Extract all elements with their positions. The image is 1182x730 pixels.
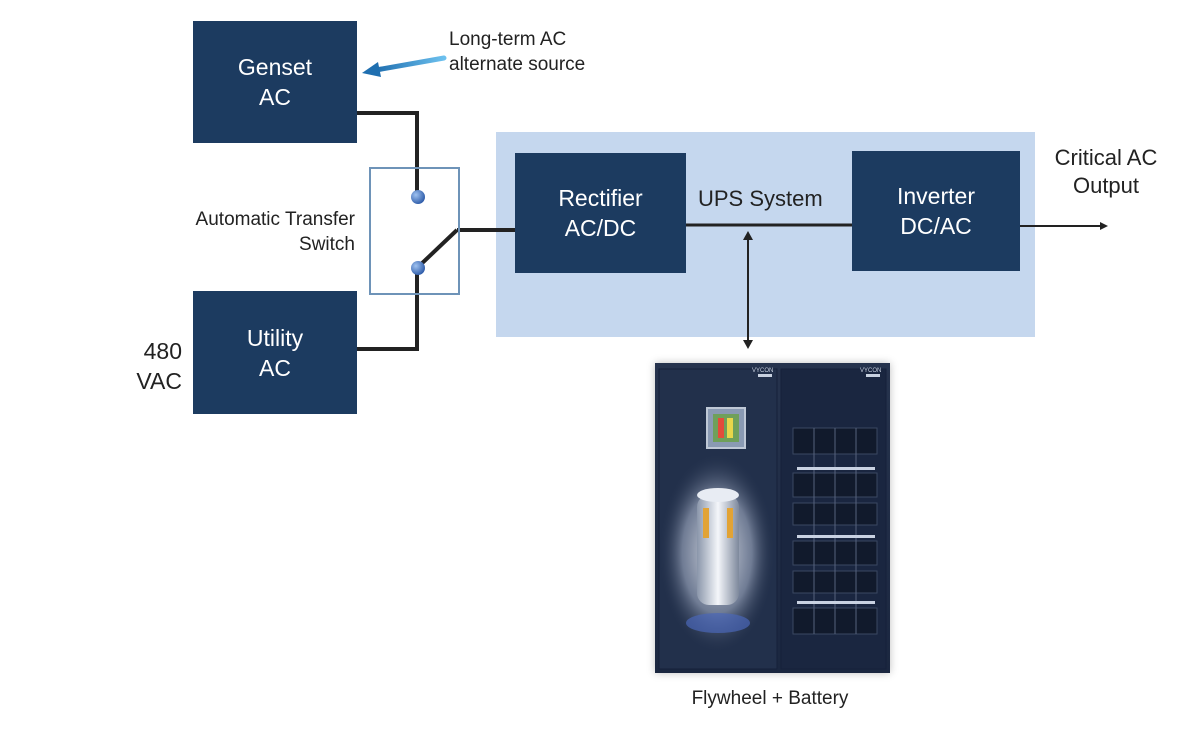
genset-box: Genset AC — [193, 21, 357, 143]
cabinet-illustration — [658, 368, 887, 670]
long-term-ac-label: Long-term AC alternate source — [449, 27, 585, 77]
ats-label-line2: Switch — [299, 234, 355, 255]
voltage-label-line2: VAC — [136, 368, 182, 394]
switch-contact-top — [411, 190, 425, 204]
inverter-box: Inverter DC/AC — [852, 151, 1020, 271]
callout-arrow-icon — [362, 55, 447, 77]
output-arrow — [1100, 222, 1108, 230]
switch-contact-bottom — [411, 261, 425, 275]
flywheel-link-arrow-down — [743, 340, 753, 349]
flywheel-battery-label: Flywheel + Battery — [691, 688, 849, 709]
long-term-ac-line1: Long-term AC — [449, 29, 567, 50]
utility-label-2: AC — [259, 354, 291, 381]
critical-ac-output-label: Critical AC Output — [1040, 144, 1172, 200]
inverter-label-2: DC/AC — [900, 213, 972, 239]
critical-ac-line2: Output — [1072, 173, 1140, 198]
rectifier-label-1: Rectifier — [558, 185, 643, 211]
brand-label-left: VYCON — [752, 368, 774, 374]
voltage-label: 480 VAC — [118, 336, 182, 396]
ats-label-line1: Automatic Transfer — [195, 209, 355, 230]
utility-box: Utility AC — [193, 291, 357, 414]
utility-label-1: Utility — [246, 324, 304, 351]
genset-label-1: Genset — [237, 54, 313, 80]
rectifier-box: Rectifier AC/DC — [515, 153, 686, 273]
ats-outline — [369, 167, 460, 295]
flywheel-link-arrow-up — [743, 231, 753, 240]
utility-wire — [357, 268, 419, 351]
inverter-label-1: Inverter — [897, 183, 975, 209]
genset-wire — [357, 111, 419, 196]
switch-blade — [415, 228, 459, 270]
ats-label: Automatic Transfer Switch — [150, 207, 355, 257]
rectifier-label-2: AC/DC — [564, 215, 637, 241]
ups-system-label: UPS System — [698, 186, 823, 211]
long-term-ac-line2: alternate source — [449, 54, 586, 75]
brand-label-right: VYCON — [860, 368, 882, 374]
critical-ac-line1: Critical AC — [1054, 145, 1158, 170]
voltage-label-line1: 480 — [143, 338, 182, 364]
genset-label-2: AC — [259, 84, 291, 110]
flywheel-battery-cabinet-photo: VYCON VYCON — [655, 363, 890, 673]
